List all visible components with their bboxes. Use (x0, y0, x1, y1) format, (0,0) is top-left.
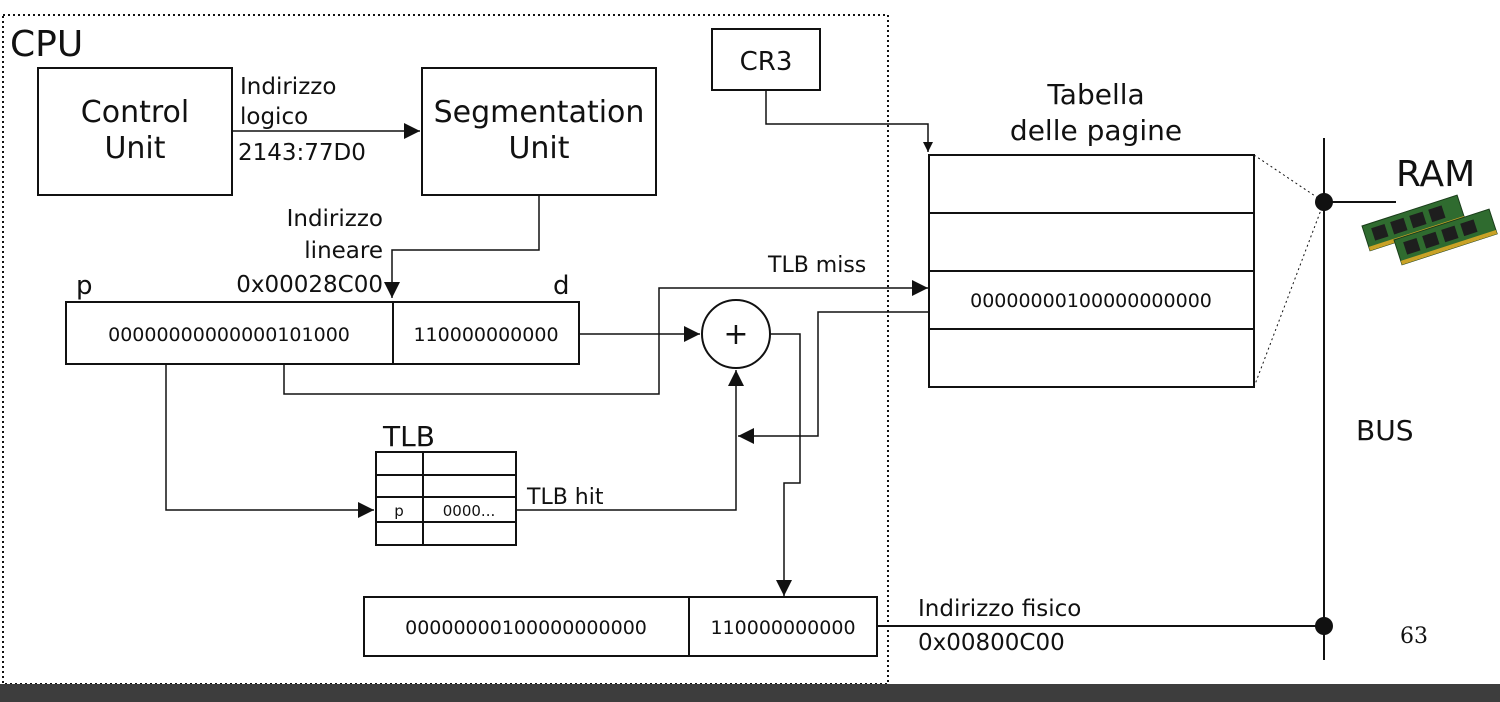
offset-label: d (553, 271, 570, 301)
linear-page-bits: 00000000000000101000 (108, 324, 350, 346)
arrow-page-to-tlb (165, 364, 374, 518)
linear-offset-bits: 110000000000 (413, 324, 558, 346)
logical-address-label-1: Indirizzo (240, 74, 336, 100)
arrow-adder-to-physical (770, 333, 801, 596)
cpu-label: CPU (10, 24, 83, 65)
control-unit-box (37, 67, 233, 196)
linear-address-value: 0x00028C00 (236, 272, 383, 298)
segmentation-unit-label-1: Segmentation (434, 95, 645, 130)
linear-address-register (65, 301, 580, 365)
physical-address-label: Indirizzo fisico (918, 596, 1081, 622)
page-table-to-ram-dotted (1253, 154, 1325, 203)
control-unit-label-1: Control (81, 95, 189, 130)
tlb-miss-label: TLB miss (767, 253, 866, 278)
page-table-title-2: delle pagine (1010, 114, 1182, 147)
control-unit-label-2: Unit (104, 131, 165, 166)
tlb-hit-label: TLB hit (526, 485, 604, 510)
bottom-bar (0, 684, 1500, 702)
page-table-to-ram-dotted (1253, 201, 1325, 388)
arrow-tlb-hit (516, 370, 744, 511)
adder-symbol: + (723, 317, 748, 352)
tlb-label: TLB (382, 420, 435, 453)
ram-label: RAM (1396, 154, 1475, 195)
segmentation-unit-box (421, 67, 657, 196)
tlb-p-cell: p (394, 502, 404, 520)
linear-address-label-2: lineare (304, 238, 383, 264)
arrow-page-table-to-adder (738, 311, 928, 444)
arrow-segmentation-to-linear (384, 195, 540, 298)
cr3-register (711, 28, 821, 91)
ram-module-icon (1361, 194, 1498, 266)
slide-number: 63 (1400, 624, 1428, 649)
physical-address-register (363, 596, 878, 657)
physical-offset-bits: 110000000000 (710, 617, 855, 639)
linear-address-label-1: Indirizzo (287, 206, 383, 232)
page-table-entry: 00000000100000000000 (970, 290, 1212, 312)
logical-address-value: 2143:77D0 (238, 140, 366, 166)
bus-node-physical (1315, 617, 1333, 635)
physical-address-value: 0x00800C00 (918, 630, 1065, 656)
arrow-tlb-miss (283, 280, 928, 395)
tlb-frame-cell: 0000... (443, 502, 495, 520)
segmentation-unit-label-2: Unit (508, 131, 569, 166)
arrow-cr3-to-page-table (765, 90, 933, 152)
page-number-label: p (76, 271, 93, 301)
tlb-table (375, 451, 517, 546)
cr3-label: CR3 (740, 47, 793, 77)
page-table-title-1: Tabella (1046, 78, 1144, 111)
physical-frame-bits: 00000000100000000000 (405, 617, 647, 639)
bus-label: BUS (1356, 414, 1413, 447)
logical-address-label-2: logico (240, 104, 308, 130)
